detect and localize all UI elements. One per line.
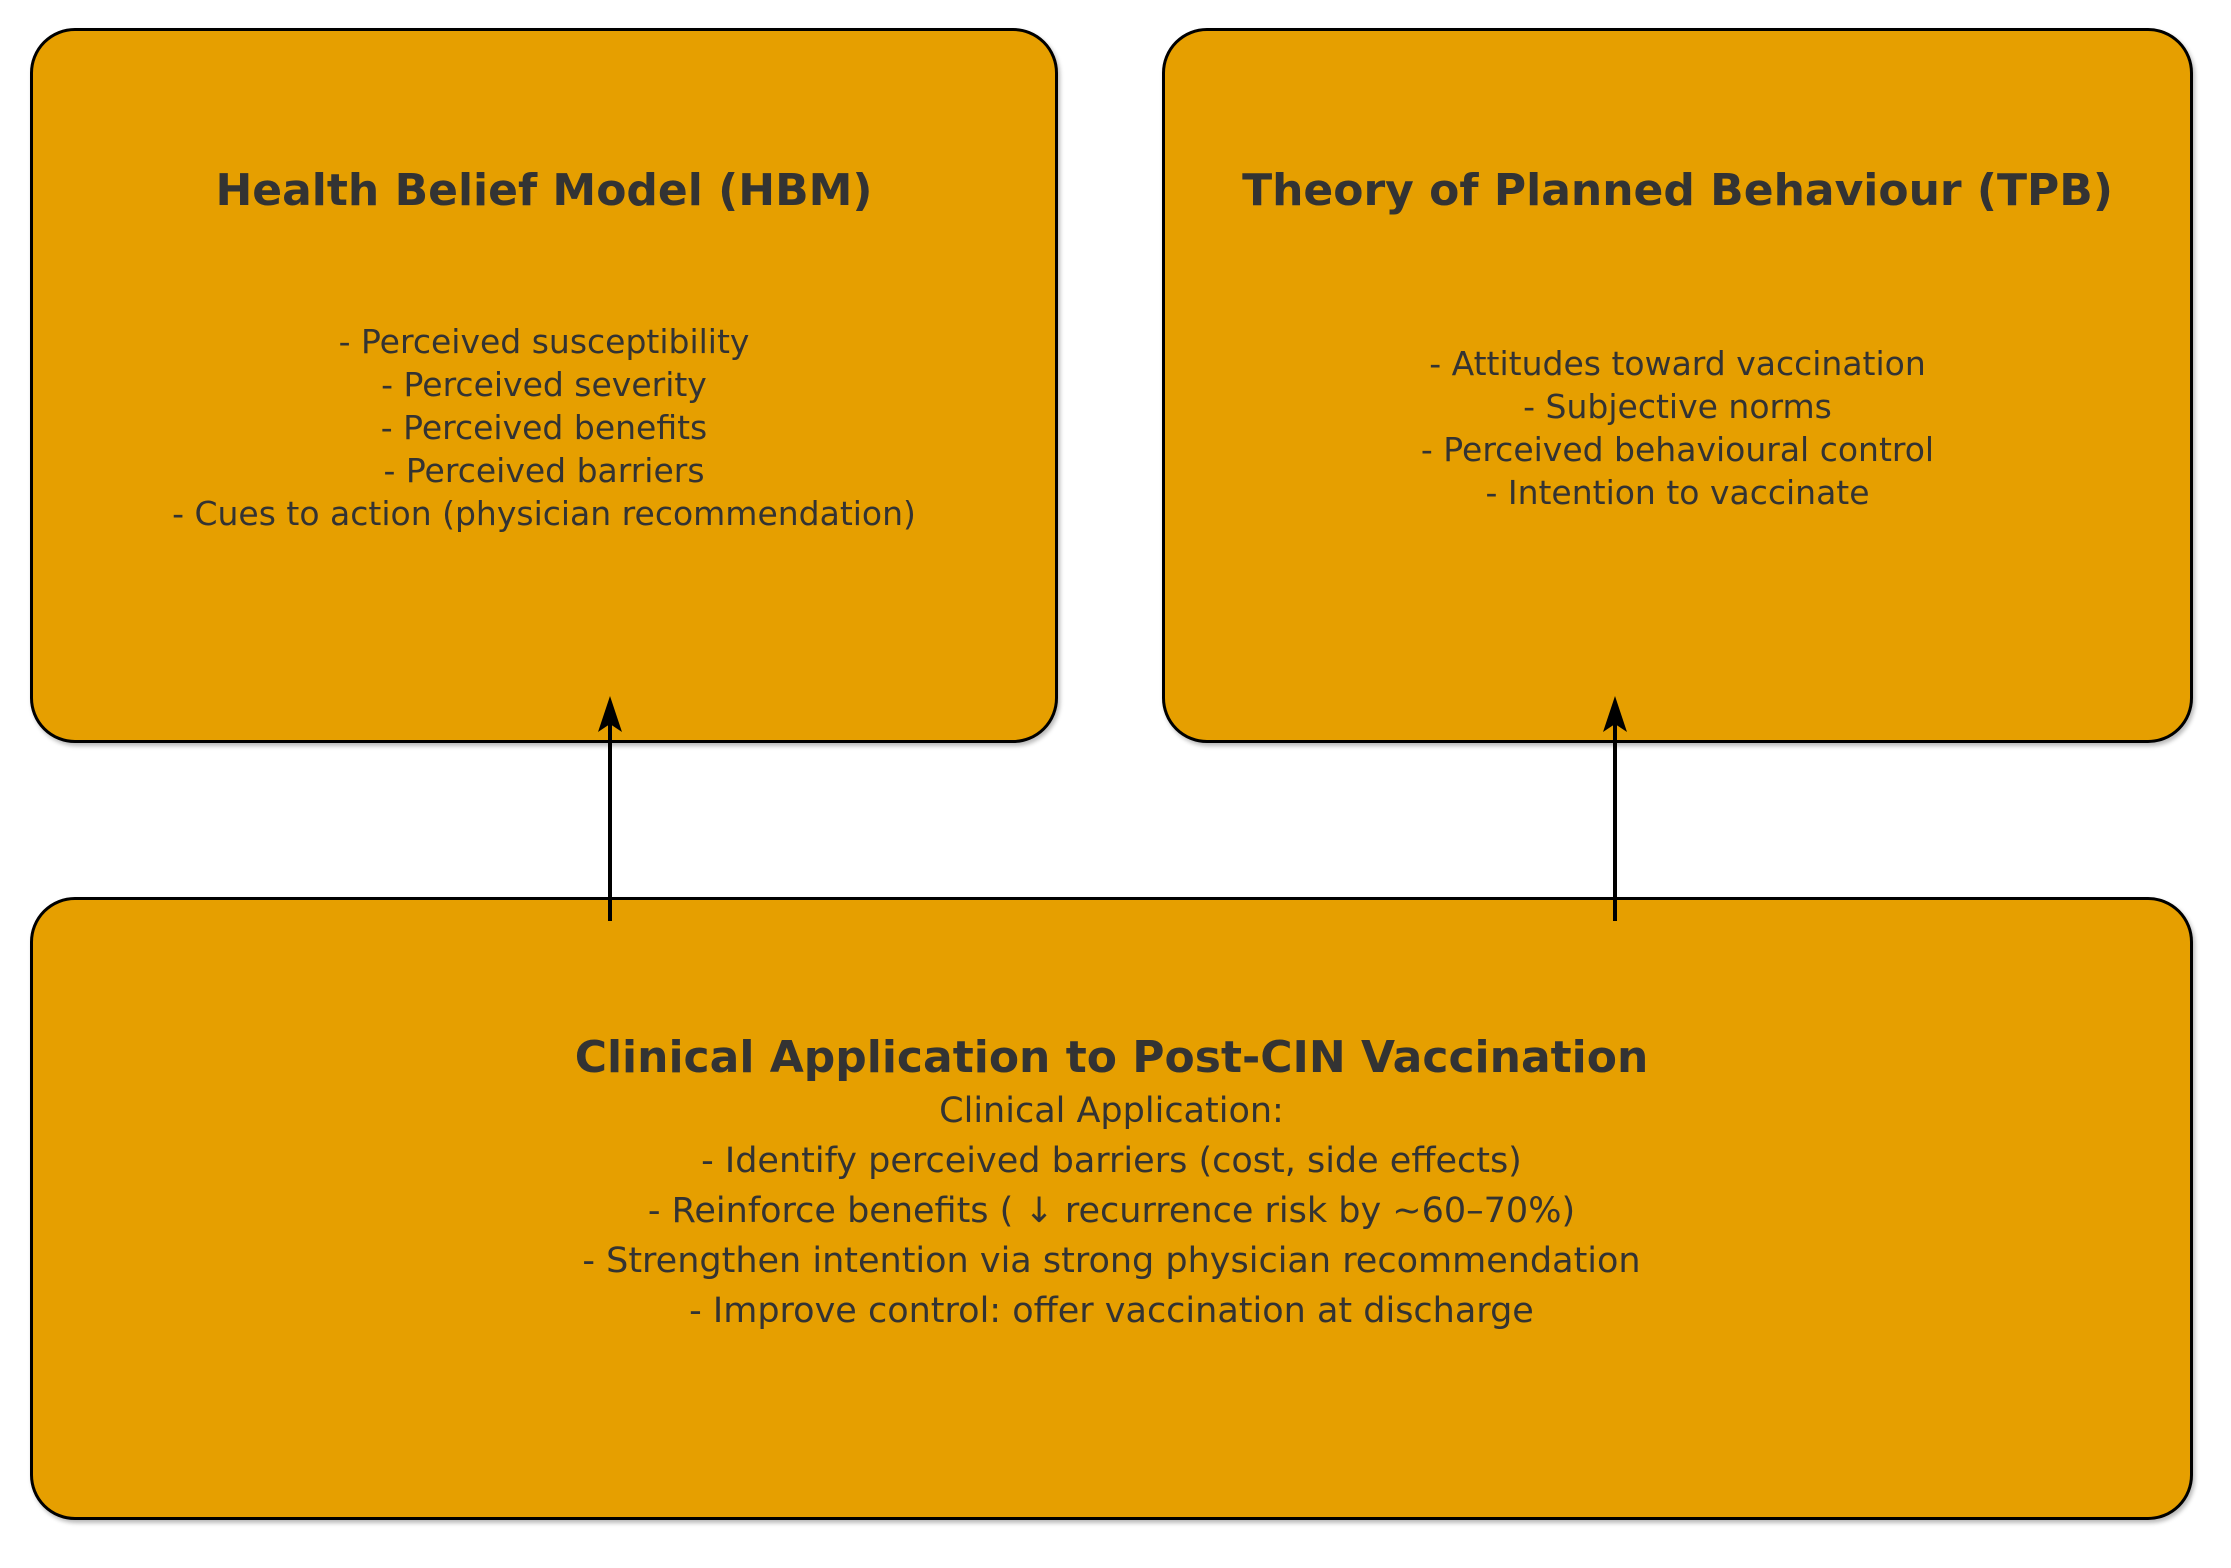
hbm-list: - Perceived susceptibility - Perceived s… — [33, 320, 1055, 535]
hbm-list-item: - Perceived severity — [381, 365, 707, 404]
tpb-box: Theory of Planned Behaviour (TPB) - Atti… — [1162, 28, 2193, 743]
clinical-box: Clinical Application to Post-CIN Vaccina… — [30, 897, 2193, 1520]
hbm-list-item: - Perceived benefits — [380, 408, 708, 447]
hbm-box: Health Belief Model (HBM) - Perceived su… — [30, 28, 1058, 743]
tpb-list-item: - Intention to vaccinate — [1485, 473, 1870, 512]
clinical-list-intro: Clinical Application: — [939, 1091, 1284, 1131]
tpb-list-item: - Perceived behavioural control — [1420, 430, 1935, 469]
tpb-list-item: - Subjective norms — [1523, 387, 1832, 426]
clinical-list-item: - Improve control: offer vaccination at … — [689, 1291, 1534, 1331]
tpb-list: - Attitudes toward vaccination - Subject… — [1165, 342, 2190, 514]
clinical-list-item: - Identify perceived barriers (cost, sid… — [701, 1141, 1522, 1181]
clinical-list: Clinical Application: - Identify perceiv… — [33, 1086, 2190, 1336]
tpb-list-item: - Attitudes toward vaccination — [1429, 344, 1926, 383]
clinical-list-item: - Strengthen intention via strong physic… — [582, 1241, 1641, 1281]
hbm-list-item: - Perceived barriers — [383, 451, 705, 490]
clinical-title: Clinical Application to Post-CIN Vaccina… — [574, 1032, 1649, 1083]
tpb-title: Theory of Planned Behaviour (TPB) — [1242, 165, 2113, 216]
hbm-title: Health Belief Model (HBM) — [215, 165, 873, 216]
hbm-list-item: - Perceived susceptibility — [338, 322, 750, 361]
hbm-list-item: - Cues to action (physician recommendati… — [172, 494, 916, 533]
clinical-list-item: - Reinforce benefits ( ↓ recurrence risk… — [647, 1191, 1576, 1231]
